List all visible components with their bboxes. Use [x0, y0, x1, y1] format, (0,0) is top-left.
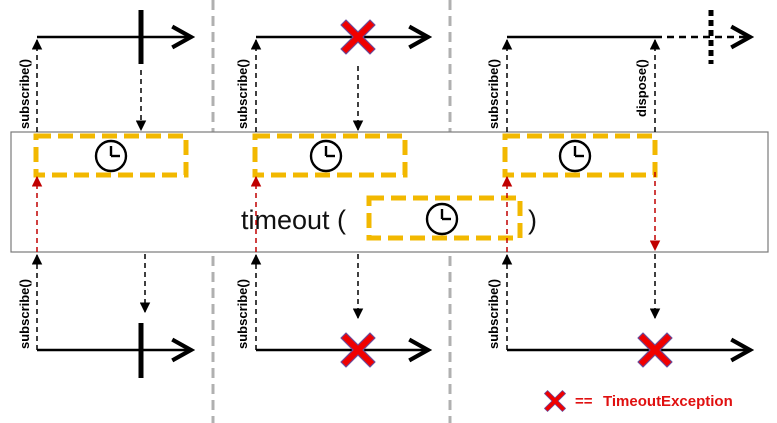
- timer-box: [252, 133, 408, 178]
- subscribe-label: subscribe(): [235, 279, 250, 349]
- scenario-source-errors: subscribe() subscribe(): [235, 19, 428, 368]
- operator-label-close: ): [528, 205, 537, 235]
- legend-text: TimeoutException: [603, 393, 733, 410]
- legend: == TimeoutException: [544, 390, 733, 412]
- red-x-icon: [544, 390, 566, 412]
- timer-box: [33, 133, 189, 178]
- dispose-label: dispose(): [634, 59, 649, 117]
- subscribe-label: subscribe(): [486, 59, 501, 129]
- timer-box: [502, 133, 658, 178]
- clock-icon: [309, 139, 343, 173]
- subscribe-label: subscribe(): [17, 279, 32, 349]
- subscribe-label: subscribe(): [486, 279, 501, 349]
- clock-icon: [425, 202, 459, 236]
- clock-icon: [94, 139, 128, 173]
- subscribe-label: subscribe(): [17, 59, 32, 129]
- subscribe-label: subscribe(): [235, 59, 250, 129]
- legend-equals: ==: [575, 393, 593, 410]
- operator-label-open: timeout (: [241, 205, 346, 235]
- operator-box: [10, 131, 769, 253]
- operator-timer-box: [366, 195, 523, 241]
- clock-icon: [558, 139, 592, 173]
- scenario-completes-before-timeout: subscribe() subscribe(): [17, 10, 191, 378]
- scenario-timeout-elapses: subscribe() dispose() subscribe(): [486, 10, 750, 368]
